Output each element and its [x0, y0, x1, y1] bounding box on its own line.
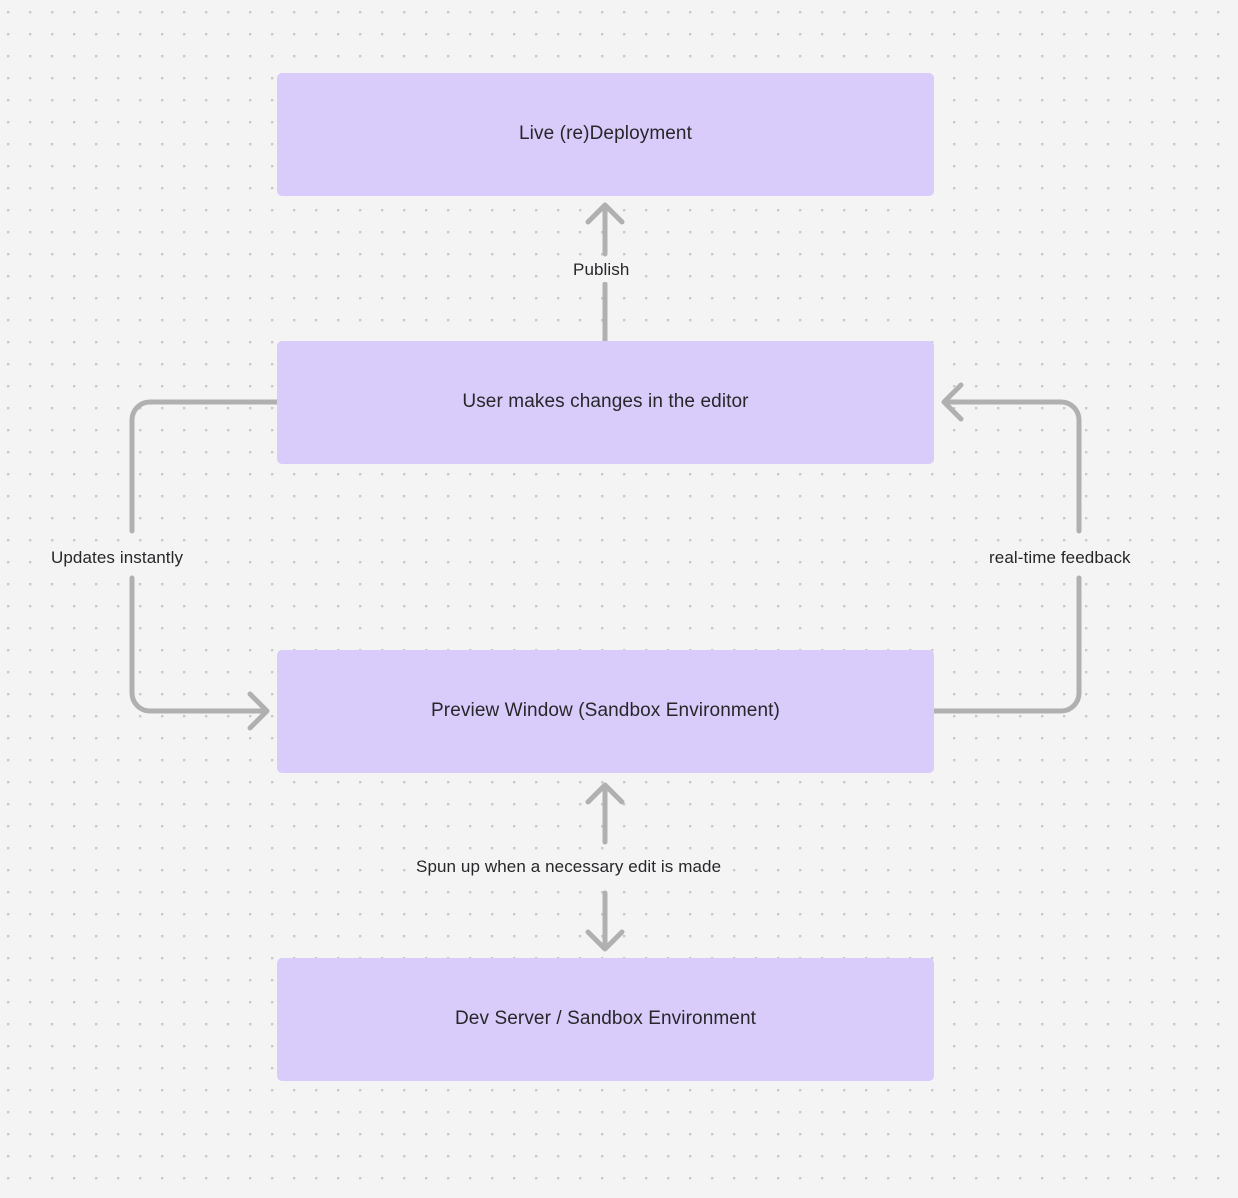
edge-label-publish: Publish — [568, 258, 635, 283]
edge-label-real-time-feedback: real-time feedback — [984, 546, 1136, 571]
node-live-redeployment[interactable]: Live (re)Deployment — [277, 73, 934, 196]
edge-label-updates-instantly: Updates instantly — [46, 546, 189, 571]
node-preview-window-label: Preview Window (Sandbox Environment) — [431, 700, 780, 722]
node-user-makes-changes[interactable]: User makes changes in the editor — [277, 341, 934, 464]
node-preview-window[interactable]: Preview Window (Sandbox Environment) — [277, 650, 934, 773]
node-dev-server[interactable]: Dev Server / Sandbox Environment — [277, 958, 934, 1081]
edge-label-spun-up: Spun up when a necessary edit is made — [411, 855, 727, 880]
node-live-redeployment-label: Live (re)Deployment — [519, 123, 692, 145]
node-dev-server-label: Dev Server / Sandbox Environment — [454, 1008, 756, 1030]
node-user-makes-changes-label: User makes changes in the editor — [462, 391, 749, 413]
